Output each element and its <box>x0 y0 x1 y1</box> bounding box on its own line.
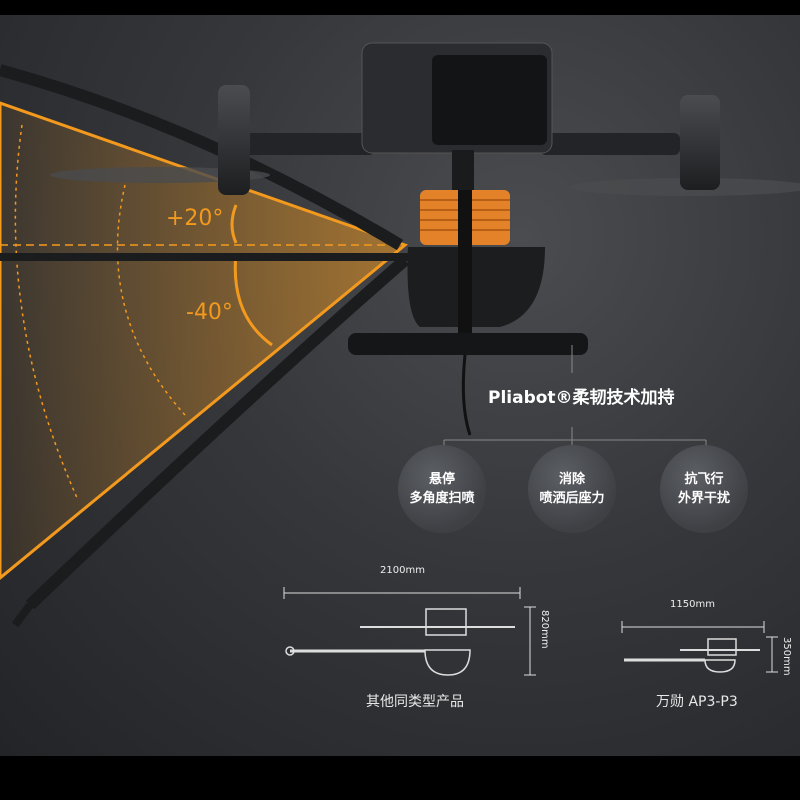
other-product-diagram <box>283 587 536 676</box>
ap3-height-label: 350mm <box>781 637 792 676</box>
spray-nozzle <box>11 602 34 628</box>
feature-line: 消除 <box>558 472 585 487</box>
ap3-diagram <box>621 621 778 673</box>
drone-arm <box>540 133 680 155</box>
drone-arm <box>230 133 375 155</box>
feature-line: 抗飞行 <box>684 472 724 487</box>
battery <box>432 55 547 145</box>
crossbar <box>348 333 588 355</box>
motor <box>680 95 720 190</box>
angle-up-label: +20° <box>166 206 224 231</box>
drone-illustration <box>0 42 800 676</box>
ap3-width-label: 1150mm <box>670 599 715 610</box>
other-width-label: 2100mm <box>380 565 425 576</box>
feature-line: 外界干扰 <box>677 491 730 506</box>
other-caption: 其他同类型产品 <box>366 694 464 710</box>
feature-line: 多角度扫喷 <box>409 491 475 506</box>
down-angle-arrow <box>233 252 273 347</box>
feature-anti-interference: 抗飞行 外界干扰 <box>660 445 748 533</box>
spray-boom-lower <box>25 255 409 610</box>
feature-hover-spray: 悬停 多角度扫喷 <box>398 445 486 533</box>
arc-guide <box>14 124 79 501</box>
mast <box>452 150 474 190</box>
angle-down-label: -40° <box>186 300 233 325</box>
pipe <box>458 190 472 340</box>
spray-boom-upper <box>0 64 404 251</box>
pliabot-title: Pliabot®柔韧技术加持 <box>488 388 675 408</box>
feature-recoil: 消除 喷洒后座力 <box>528 445 616 533</box>
ap3-caption: 万勋 AP3-P3 <box>656 694 738 710</box>
up-angle-arrow <box>230 204 238 244</box>
feature-line: 悬停 <box>428 472 455 487</box>
motor <box>218 85 250 195</box>
other-height-label: 820mm <box>539 610 550 649</box>
product-panel: +20° -40° Pliabot®柔韧技术加持 悬停 多角度扫喷 消除 喷洒后… <box>0 15 800 756</box>
spray-tank <box>407 247 545 327</box>
feature-line: 喷洒后座力 <box>539 491 605 506</box>
hose <box>461 354 472 436</box>
propeller <box>50 167 270 183</box>
